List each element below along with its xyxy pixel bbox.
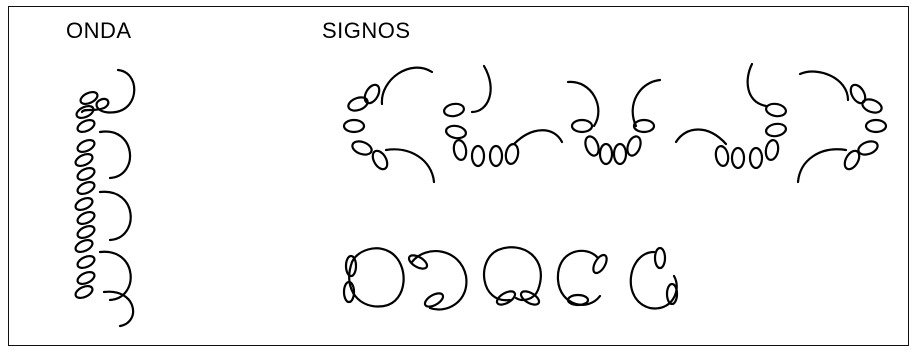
- spiral-sign-cup-icon: [566, 78, 662, 166]
- open-loop-sign-1-icon: [342, 247, 405, 308]
- spiral-sign-corner-icon: [442, 64, 564, 168]
- spiral-sign-bracket-left-icon: [342, 66, 436, 184]
- signos-heading: SIGNOS: [322, 18, 411, 43]
- open-loop-sign-3-icon: [482, 246, 542, 306]
- open-loop-sign-5-icon: [629, 246, 679, 310]
- spiral-sign-corner-mirrored-icon: [674, 62, 788, 170]
- open-loop-sign-4-icon: [556, 249, 608, 307]
- figure-frame: [8, 6, 909, 346]
- onda-heading: ONDA: [66, 18, 132, 43]
- spiral-sign-bracket-right-icon: [796, 70, 888, 184]
- open-loop-sign-2-icon: [407, 249, 468, 311]
- vertical-spiral-wave-icon: [74, 68, 136, 328]
